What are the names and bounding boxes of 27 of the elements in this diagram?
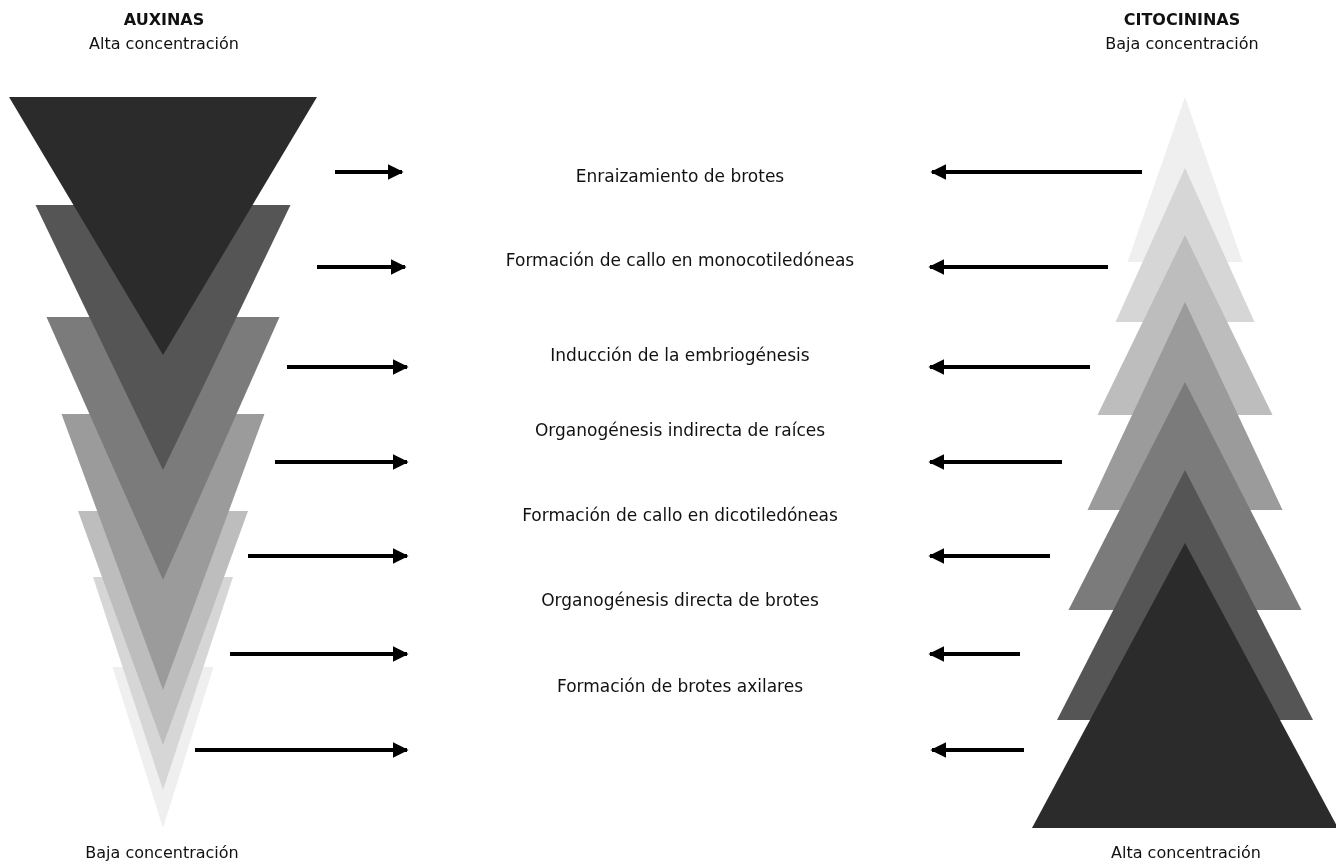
arrow [928,454,1062,470]
heading: AUXINAS [122,10,206,29]
concentration-label: Baja concentración [85,843,239,862]
arrow [275,454,409,470]
arrow [230,646,409,662]
concentration-label: Alta concentración [1111,843,1261,862]
process-label: Formación de callo en monocotiledóneas [505,250,855,270]
process-label: Inducción de la embriogénesis [550,345,810,365]
concentration-label: Alta concentración [88,34,240,53]
heading: CITOCININAS [1122,10,1242,29]
arrow [930,742,1024,758]
process-label: Formación de callo en dicotiledóneas [522,505,838,525]
process-label: Organogénesis indirecta de raíces [534,420,826,440]
arrow [248,548,409,564]
arrow [317,259,407,275]
process-label: Organogénesis directa de brotes [541,590,819,610]
arrow [335,164,404,180]
arrow [287,359,409,375]
arrow [928,548,1050,564]
arrow [195,742,409,758]
process-label: Enraizamiento de brotes [575,166,785,186]
arrow [928,646,1020,662]
process-label: Formación de brotes axilares [557,676,803,696]
arrow [930,164,1142,180]
concentration-label: Baja concentración [1104,34,1260,53]
arrow [928,259,1108,275]
arrow [928,359,1090,375]
